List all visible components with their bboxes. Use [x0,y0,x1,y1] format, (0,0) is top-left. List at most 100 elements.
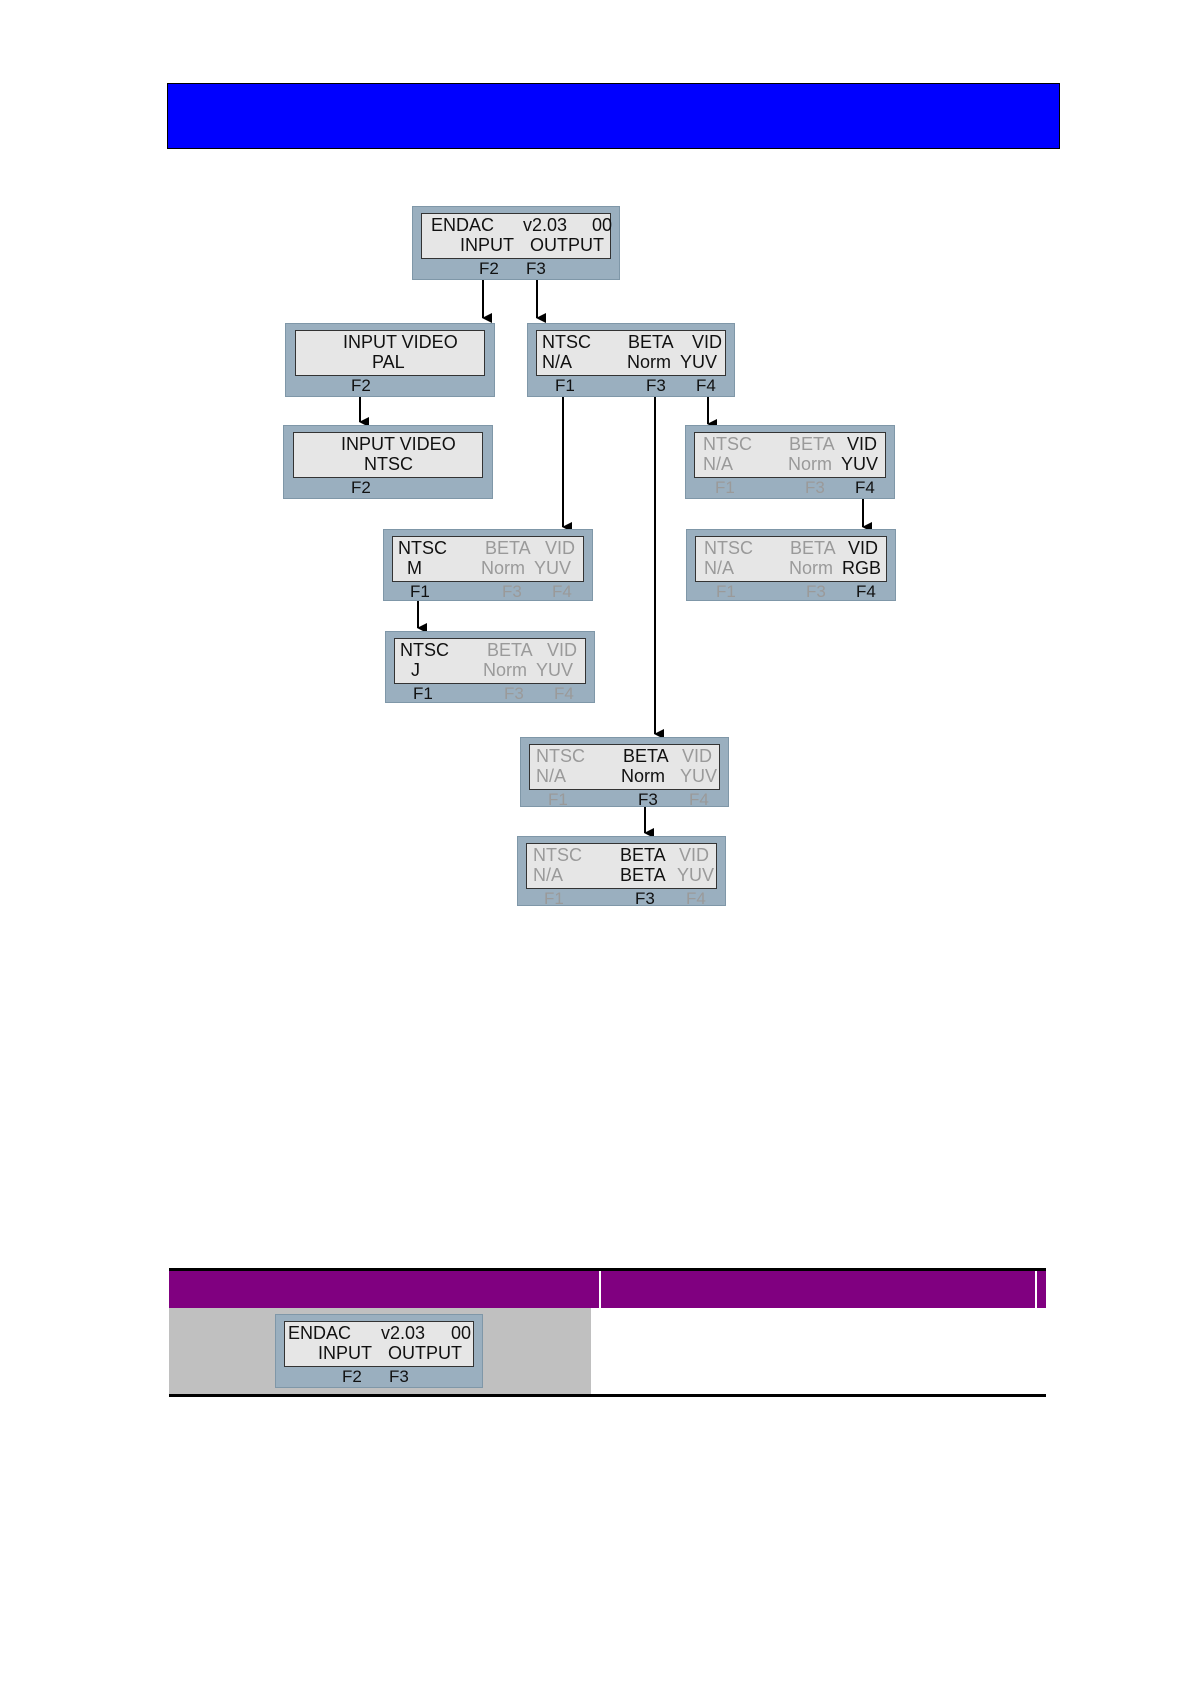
output-f3-norm-lcd: NTSC BETA VID N/A Norm YUV F1 F3 F4 [520,737,729,809]
lcd-text: PAL [372,352,405,372]
lcd-text: ENDAC [431,215,495,235]
lcd-text: VID [547,640,578,660]
lcd-text: N/A [536,766,567,786]
function-key-label: F3 [635,889,655,908]
function-key-label: F3 [389,1367,409,1386]
lcd-text: BETA [485,538,531,558]
lcd-text: 00 [451,1323,472,1343]
lcd-text: Norm [789,558,833,578]
table-bottom-rule [169,1394,1046,1397]
function-key-label: F4 [856,582,876,601]
output-f4-yuv-lcd: NTSC BETA VID N/A Norm YUV F1 F3 F4 [685,425,895,499]
function-key-label: F4 [552,582,572,601]
lcd-text: M [407,558,422,578]
function-key-label: F4 [686,889,706,908]
lcd-screen: ENDAC v2.03 00 INPUT OUTPUT [284,1321,474,1367]
function-key-label: F3 [646,376,666,395]
lcd-text: INPUT VIDEO [343,332,458,352]
lcd-text: NTSC [704,538,753,558]
lcd-text: YUV [677,865,715,885]
lcd-text: YUV [841,454,879,474]
function-key-label: F1 [410,582,430,601]
lcd-text: ENDAC [288,1323,352,1343]
lcd-screen: NTSC BETA VID N/A Norm YUV [694,432,886,478]
lcd-text: Norm [788,454,832,474]
lcd-text: VID [848,538,879,558]
lcd-text: NTSC [533,845,582,865]
lcd-text: NTSC [364,454,413,474]
lcd-text: YUV [680,766,718,786]
function-key-label: F2 [342,1367,362,1386]
lcd-text: NTSC [536,746,585,766]
lcd-screen: INPUT VIDEO NTSC [293,432,483,478]
lcd-text: NTSC [703,434,752,454]
lcd-text: YUV [680,352,718,372]
function-key-label: F2 [351,478,371,497]
function-key-label: F1 [548,790,568,809]
output-f3-beta-lcd: NTSC BETA VID N/A BETA YUV F1 F3 F4 [517,836,726,908]
lcd-text: Norm [621,766,665,786]
lcd-text: 00 [592,215,613,235]
function-key-label: F3 [806,582,826,601]
function-key-label: F2 [479,259,499,278]
output-main-lcd: NTSC BETA VID N/A Norm YUV F1 F3 F4 [527,323,735,397]
lcd-text: J [411,660,420,680]
lcd-text: Norm [481,558,525,578]
table-cell-description [591,1308,1046,1394]
menu-flow-diagram: ENDAC v2.03 00 INPUT OUTPUT F2 F3 INPUT … [283,206,896,908]
lcd-text: BETA [620,865,666,885]
lcd-screen: NTSC BETA VID M Norm YUV [392,536,584,582]
lcd-text: YUV [534,558,572,578]
lcd-text: NTSC [542,332,591,352]
lcd-screen: NTSC BETA VID J Norm YUV [394,638,586,684]
function-key-label: F2 [351,376,371,395]
lcd-text: N/A [542,352,573,372]
lcd-text: OUTPUT [530,235,604,255]
lcd-screen: NTSC BETA VID N/A Norm YUV [529,744,720,790]
lcd-text: VID [682,746,713,766]
main-menu-lcd: ENDAC v2.03 00 INPUT OUTPUT F2 F3 [412,206,620,280]
lcd-text: Norm [483,660,527,680]
lcd-text: BETA [487,640,533,660]
header-divider [599,1271,601,1308]
lcd-text: v2.03 [381,1323,426,1343]
output-f1-j-lcd: NTSC BETA VID J Norm YUV F1 F3 F4 [385,631,595,703]
lcd-text: INPUT VIDEO [341,434,456,454]
function-key-label: F4 [855,478,875,497]
lcd-text: VID [692,332,723,352]
lcd-text: Norm [627,352,671,372]
lcd-text: NTSC [398,538,447,558]
lcd-text: YUV [536,660,574,680]
header-divider [1035,1271,1037,1308]
lcd-text: BETA [789,434,835,454]
lcd-text: OUTPUT [388,1343,462,1363]
input-ntsc-lcd: INPUT VIDEO NTSC F2 [283,425,493,499]
lcd-text: BETA [790,538,836,558]
lcd-screen: INPUT VIDEO PAL [295,330,485,376]
output-f4-rgb-lcd: NTSC BETA VID N/A Norm RGB F1 F3 F4 [686,529,896,601]
function-key-label: F3 [504,684,524,703]
function-key-label: F3 [805,478,825,497]
flow-arrows [359,280,872,838]
lcd-text: RGB [842,558,882,578]
function-key-label: F4 [554,684,574,703]
function-key-label: F4 [696,376,716,395]
output-f1-m-lcd: NTSC BETA VID M Norm YUV F1 F3 F4 [383,529,593,601]
lcd-text: N/A [704,558,735,578]
lcd-text: VID [847,434,878,454]
lcd-text: VID [545,538,576,558]
lcd-text: BETA [628,332,674,352]
lcd-screen: NTSC BETA VID N/A BETA YUV [526,843,717,889]
lcd-text: NTSC [400,640,449,660]
function-key-label: F1 [555,376,575,395]
function-key-label: F3 [638,790,658,809]
main-menu-lcd: ENDAC v2.03 00 INPUT OUTPUT F2 F3 [275,1314,483,1388]
lcd-text: BETA [623,746,669,766]
input-pal-lcd: INPUT VIDEO PAL F2 [285,323,495,397]
lcd-text: v2.03 [523,215,568,235]
lcd-text: N/A [703,454,734,474]
lcd-screen: ENDAC v2.03 00 INPUT OUTPUT [421,213,613,259]
function-key-label: F3 [526,259,546,278]
function-key-label: F3 [502,582,522,601]
function-key-label: F1 [413,684,433,703]
